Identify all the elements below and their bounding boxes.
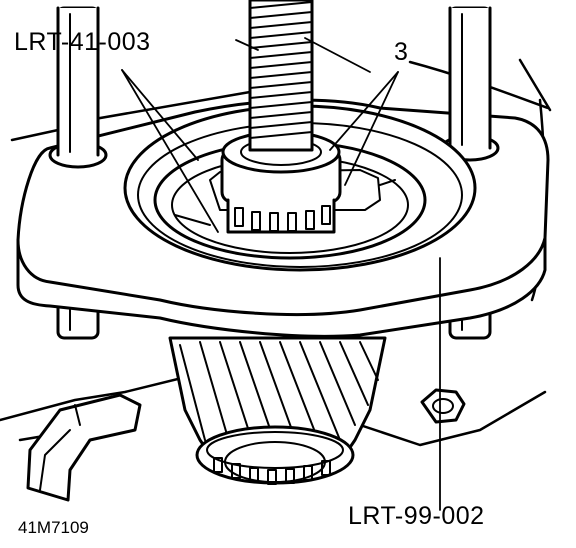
hex-bolt bbox=[420, 388, 466, 424]
threaded-shaft bbox=[248, 0, 314, 152]
helical-gear bbox=[168, 336, 387, 485]
callout-3: 3 bbox=[394, 38, 409, 66]
callout-lrt-99-002: LRT-99-002 bbox=[348, 502, 485, 530]
callout-lrt-41-003: LRT-41-003 bbox=[14, 28, 151, 56]
figure-id: 41M7109 bbox=[18, 518, 89, 537]
bracket-arm bbox=[26, 393, 142, 502]
leader-lines bbox=[121, 37, 441, 511]
